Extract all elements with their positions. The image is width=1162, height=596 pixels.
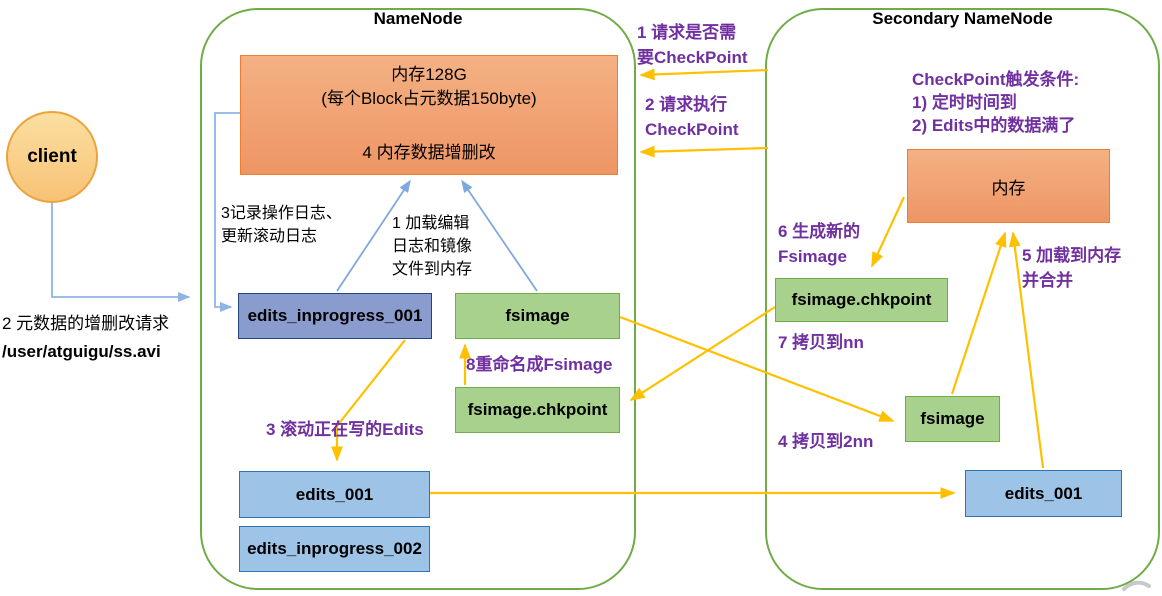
trigger-line1: CheckPoint触发条件:: [912, 70, 1080, 89]
step2-execute-checkpoint-note: 2 请求执行 CheckPoint: [645, 92, 739, 142]
roll-edits-note: 3 滚动正在写的Edits: [266, 420, 424, 439]
snn-fsimage-box: fsimage: [905, 396, 1000, 442]
snn-fsimage-chkpoint-box: fsimage.chkpoint: [775, 278, 948, 322]
generate-line1: 6 生成新的: [778, 222, 861, 241]
generate-line2: Fsimage: [778, 247, 847, 266]
snn-edits-001-label: edits_001: [1004, 483, 1083, 503]
namenode-memory-box: 内存128G (每个Block占元数据150byte) 4 内存数据增删改: [240, 55, 618, 175]
client-request-note: 2 元数据的增删改请求 /user/atguigu/ss.avi: [2, 310, 169, 366]
load-merge-note: 5 加载到内存 并合并: [1022, 243, 1121, 293]
load-merge-line1: 5 加载到内存: [1022, 246, 1122, 265]
snn-memory-label: 内存: [991, 178, 1026, 198]
namenode-container: [200, 8, 636, 590]
snn-edits-001-box: edits_001: [965, 470, 1122, 517]
record-log-line1: 3记录操作日志、: [221, 205, 342, 222]
nn-fsimage-chkpoint-label: fsimage.chkpoint: [467, 400, 608, 419]
step1-request-checkpoint-note: 1 请求是否需 要CheckPoint: [637, 20, 748, 70]
record-log-note: 3记录操作日志、 更新滚动日志: [221, 202, 342, 248]
step2-line1: 2 请求执行: [645, 95, 728, 114]
nn-edits-001-label: edits_001: [295, 484, 374, 504]
load-to-memory-note: 1 加载编辑 日志和镜像 文件到内存: [392, 212, 472, 281]
client-node: client: [6, 111, 98, 203]
trigger-line2: 1) 定时时间到: [912, 93, 1017, 112]
step2-line2: CheckPoint: [645, 120, 739, 139]
arrow-copy-chkpoint-to-nn: [629, 306, 776, 401]
record-log-line2: 更新滚动日志: [221, 228, 318, 245]
secondary-namenode-container: [765, 8, 1160, 590]
nn-edits-001-box: edits_001: [239, 471, 430, 518]
nn-fsimage-box: fsimage: [455, 293, 620, 339]
checkpoint-trigger-note: CheckPoint触发条件: 1) 定时时间到 2) Edits中的数据满了: [912, 68, 1079, 137]
namenode-title: NameNode: [373, 9, 463, 28]
secondary-namenode-title: Secondary NameNode: [872, 9, 1053, 28]
load-note-line3: 文件到内存: [392, 261, 473, 278]
nn-memory-line3: 4 内存数据增删改: [362, 143, 496, 162]
step1-line1: 1 请求是否需: [637, 23, 737, 42]
snn-fsimage-chkpoint-label: fsimage.chkpoint: [791, 290, 932, 309]
nn-edits-inprogress-002-label: edits_inprogress_002: [247, 539, 422, 558]
copy-to-nn-note: 7 拷贝到nn: [778, 333, 864, 352]
nn-edits-inprogress-001-label: edits_inprogress_001: [247, 306, 423, 325]
nn-memory-line2: (每个Block占元数据150byte): [321, 89, 537, 108]
rename-fsimage-note: 8重命名成Fsimage: [466, 355, 613, 374]
load-merge-line2: 并合并: [1022, 271, 1073, 290]
client-request-line1: 2 元数据的增删改请求: [2, 314, 170, 333]
copy-to-2nn-note: 4 拷贝到2nn: [778, 432, 874, 451]
load-note-line1: 1 加载编辑: [392, 215, 470, 232]
client-label: client: [27, 146, 77, 167]
nn-memory-line1: 内存128G: [391, 65, 467, 84]
nn-edits-inprogress-002-box: edits_inprogress_002: [239, 526, 430, 572]
nn-edits-inprogress-001-box: edits_inprogress_001: [238, 293, 432, 339]
load-note-line2: 日志和镜像: [392, 238, 473, 255]
nn-fsimage-label: fsimage: [505, 306, 570, 325]
arrow-request-checkpoint: [639, 68, 769, 81]
trigger-line3: 2) Edits中的数据满了: [912, 116, 1076, 135]
generate-fsimage-note: 6 生成新的 Fsimage: [778, 219, 860, 269]
arrow-client-metadata-request: [51, 203, 191, 303]
snn-fsimage-label: fsimage: [920, 409, 985, 428]
step1-line2: 要CheckPoint: [637, 48, 748, 67]
client-request-line2: /user/atguigu/ss.avi: [2, 342, 161, 361]
nn-fsimage-chkpoint-box: fsimage.chkpoint: [455, 387, 620, 433]
snn-memory-box: 内存: [907, 149, 1110, 223]
arrow-execute-checkpoint: [639, 145, 769, 158]
